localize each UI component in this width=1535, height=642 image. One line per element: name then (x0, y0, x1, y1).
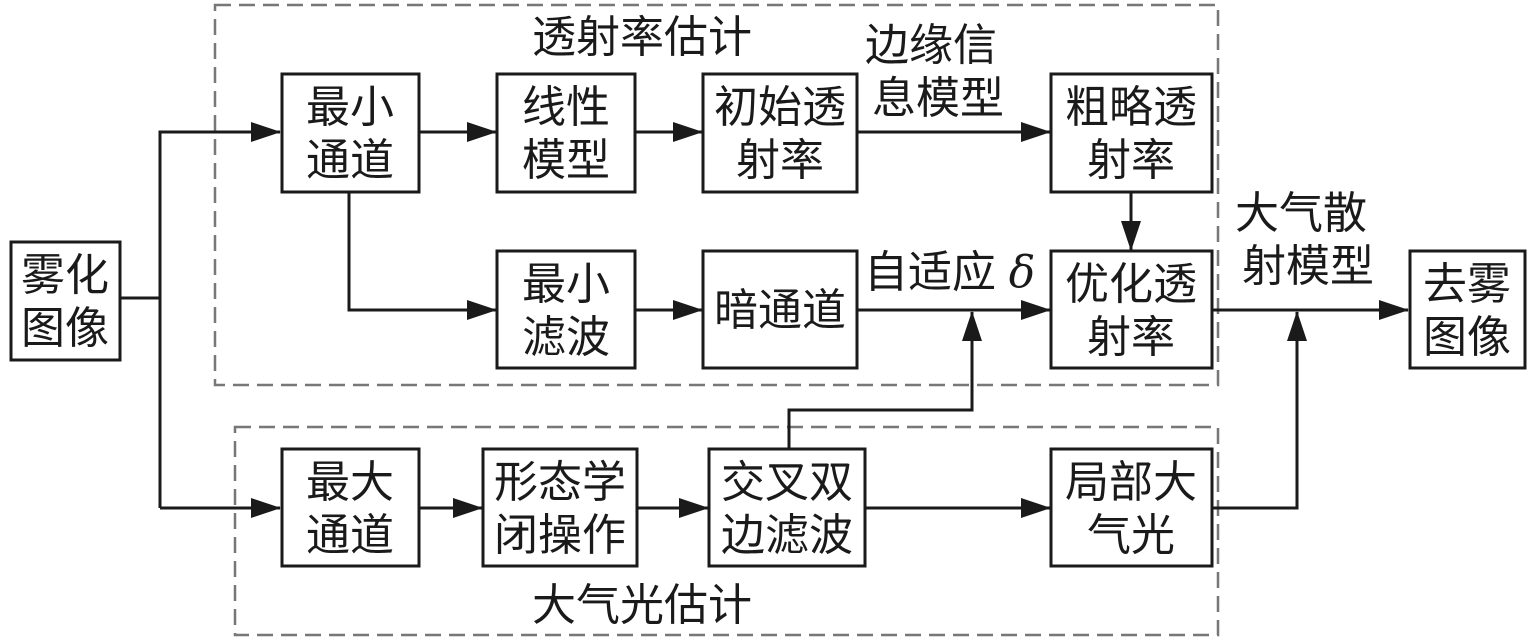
svg-text:雾化图像: 雾化图像 (21, 250, 109, 354)
svg-text:最小滤波: 最小滤波 (522, 259, 610, 363)
svg-text:最小通道: 最小通道 (306, 82, 394, 186)
svg-text:初始透射率: 初始透射率 (714, 82, 846, 186)
max-channel-node: 最大通道 (280, 447, 421, 568)
min-channel-to-min-filter (347, 193, 497, 320)
local-airlight-node: 局部大气光 (1049, 447, 1214, 568)
delta-symbol: δ (1009, 247, 1036, 298)
initial-transmittance-node: 初始透射率 (701, 72, 859, 194)
svg-text:优化透射率: 优化透射率 (1065, 259, 1197, 363)
cross-bilateral-to-delta (787, 311, 982, 448)
transmittance-group-label: 透射率估计 (532, 12, 752, 63)
rough-transmittance-node: 粗略透射率 (1049, 72, 1214, 194)
min-filter-node: 最小滤波 (495, 249, 637, 370)
svg-text:交叉双边滤波: 交叉双边滤波 (721, 457, 853, 561)
local-airlight-to-scatter-model (1212, 311, 1307, 510)
optimized-transmittance-node: 优化透射率 (1049, 249, 1214, 370)
edge-labels: 边缘信 息模型 自适应 δ 大气散 射模型 (864, 20, 1381, 298)
svg-text:最大通道: 最大通道 (306, 457, 394, 561)
transmittance-estimation-group: 透射率估计 (213, 3, 1220, 387)
dark-channel-node: 暗通道 (701, 249, 859, 370)
scatter-model-label: 大气散 射模型 (1235, 188, 1381, 292)
edge-info-model-label: 边缘信 息模型 (865, 20, 1011, 124)
cross-bilateral-filter-node: 交叉双边滤波 (707, 447, 867, 568)
connectors (120, 122, 1409, 518)
airlight-estimation-group: 大气光估计 (233, 425, 1220, 637)
adaptive-label: 自适应 (864, 247, 996, 298)
transmittance-group-frame (213, 3, 1220, 387)
svg-text:暗通道: 暗通道 (714, 285, 846, 336)
hazy-image-node: 雾化图像 (9, 240, 122, 362)
dehazed-image-node: 去雾图像 (1408, 249, 1527, 370)
morph-close-node: 形态学闭操作 (481, 447, 639, 568)
linear-model-node: 线性模型 (495, 72, 637, 194)
airlight-group-frame (233, 425, 1220, 637)
split-to-min-channel (158, 122, 281, 508)
svg-text:形态学闭操作: 形态学闭操作 (494, 457, 626, 561)
svg-text:线性模型: 线性模型 (522, 82, 610, 186)
min-channel-node: 最小通道 (280, 72, 421, 194)
svg-text:去雾图像: 去雾图像 (1423, 259, 1511, 363)
airlight-group-label: 大气光估计 (532, 580, 752, 631)
svg-text:局部大气光: 局部大气光 (1065, 457, 1197, 561)
svg-text:粗略透射率: 粗略透射率 (1065, 82, 1197, 186)
